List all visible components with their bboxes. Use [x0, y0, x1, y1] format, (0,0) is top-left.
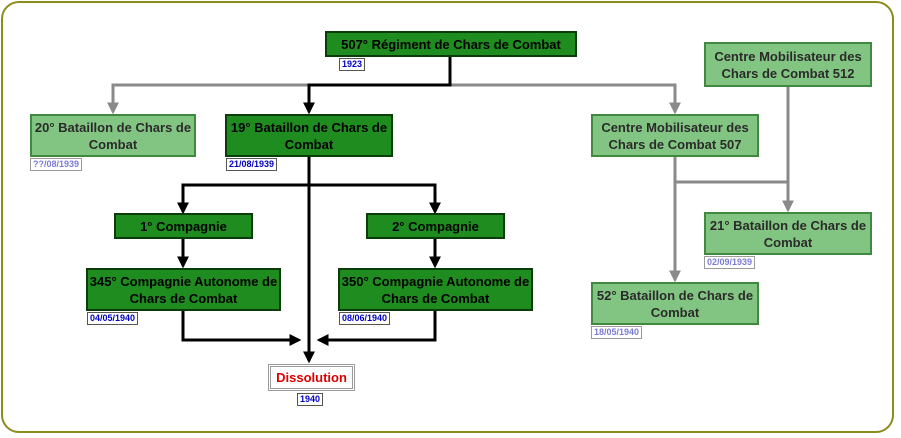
edge-507-to-19bcc: [303, 57, 452, 115]
node-2-compagnie-label: 2° Compagnie: [392, 218, 479, 234]
node-345-cacc-label: 345° Compagnie Autonome de Chars de Comb…: [89, 273, 278, 306]
edge-507-to-20bcc: [107, 83, 450, 115]
node-1-compagnie: 1° Compagnie: [114, 213, 253, 239]
node-cm-507-label: Centre Mobilisateur des Chars de Combat …: [601, 119, 749, 152]
edge-350cacc-to-dissolution: [316, 311, 437, 346]
node-52-bcc-label: 52° Bataillon de Chars de Combat: [596, 287, 754, 320]
node-dissolution: Dissolution: [268, 364, 355, 391]
node-350-cacc-date: 08/06/1940: [339, 312, 391, 325]
diagram-frame: [1, 1, 894, 433]
node-20-bcc: 20° Bataillon de Chars de Combat: [30, 114, 196, 157]
node-cm-512: Centre Mobilisateur des Chars de Combat …: [704, 42, 872, 87]
edge-507-to-cm507: [450, 83, 681, 115]
node-350-cacc: 350° Compagnie Autonome de Chars de Comb…: [338, 268, 533, 311]
node-52-bcc-date: 18/05/1940: [591, 326, 643, 339]
node-cm-512-label: Centre Mobilisateur des Chars de Combat …: [714, 48, 862, 81]
node-21-bcc: 21° Bataillon de Chars de Combat: [704, 212, 872, 255]
edge-345cacc-to-dissolution: [181, 311, 302, 346]
node-20-bcc-date: ??/08/1939: [30, 158, 83, 171]
node-cm-507: Centre Mobilisateur des Chars de Combat …: [591, 114, 759, 157]
node-21-bcc-label: 21° Bataillon de Chars de Combat: [709, 217, 867, 250]
node-350-cacc-label: 350° Compagnie Autonome de Chars de Comb…: [341, 273, 530, 306]
node-20-bcc-label: 20° Bataillon de Chars de Combat: [34, 119, 192, 152]
node-507-rcc: 507° Régiment de Chars de Combat: [325, 31, 577, 57]
node-2-compagnie: 2° Compagnie: [366, 213, 505, 239]
node-52-bcc: 52° Bataillon de Chars de Combat: [591, 282, 759, 325]
node-19-bcc: 19° Bataillon de Chars de Combat: [225, 114, 393, 157]
node-1-compagnie-label: 1° Compagnie: [140, 218, 227, 234]
node-19-bcc-date: 21/08/1939: [226, 158, 278, 171]
node-345-cacc: 345° Compagnie Autonome de Chars de Comb…: [86, 268, 281, 311]
node-21-bcc-date: 02/09/1939: [704, 256, 756, 269]
node-dissolution-date: 1940: [297, 393, 324, 406]
node-19-bcc-label: 19° Bataillon de Chars de Combat: [230, 119, 388, 152]
node-dissolution-label: Dissolution: [276, 370, 347, 385]
node-507-rcc-label: 507° Régiment de Chars de Combat: [341, 36, 561, 52]
node-345-cacc-date: 04/05/1940: [87, 312, 139, 325]
node-507-rcc-date: 1923: [339, 58, 366, 71]
